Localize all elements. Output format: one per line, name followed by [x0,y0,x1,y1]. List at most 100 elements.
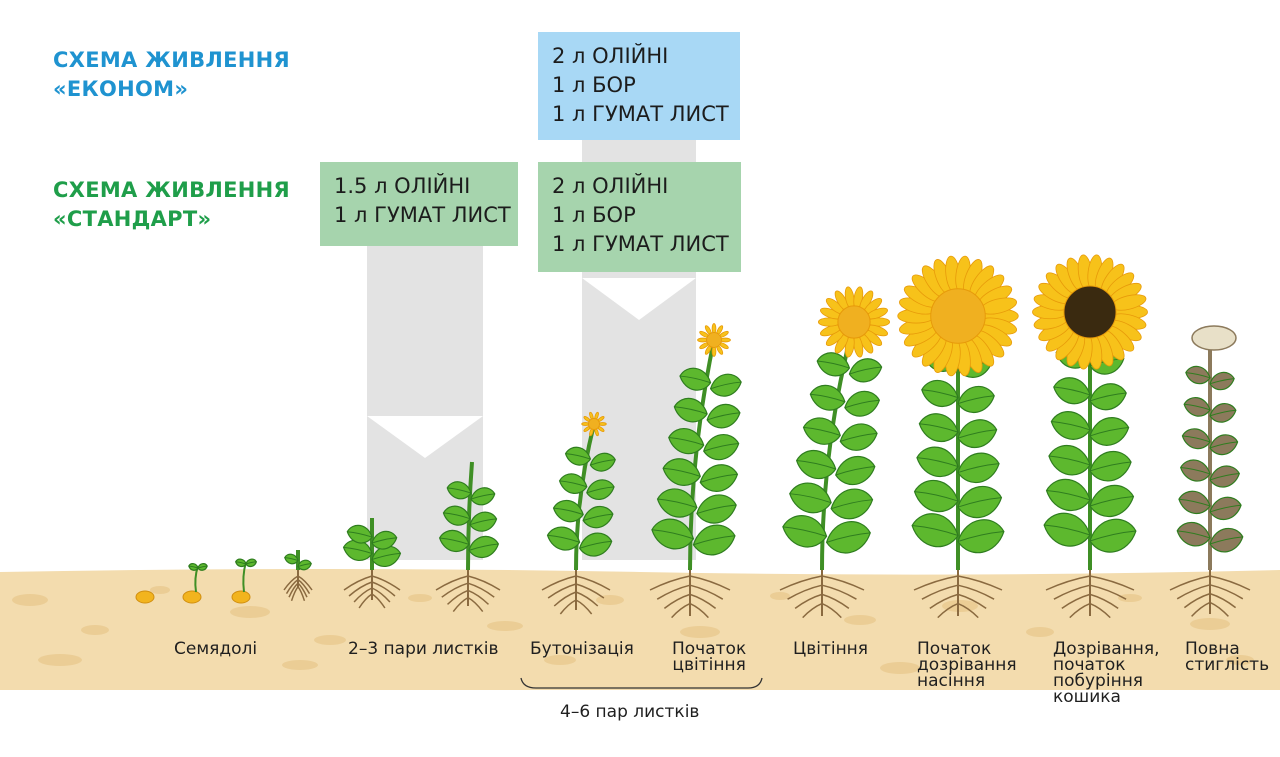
leaf [809,384,846,411]
leaf-vein [706,412,740,421]
leaf [1048,444,1091,476]
standard-scheme-title: СХЕМА ЖИВЛЕННЯ «СТАНДАРТ» [53,176,290,234]
leaf-vein [547,534,580,543]
root-branch [957,584,995,600]
root-branch [553,591,577,607]
economy-app-line-1: 2 л ОЛІЙНІ [552,44,669,68]
flower-disc [587,417,601,431]
root-branch [1209,575,1251,591]
leaf-vein [914,491,959,502]
leaf [1209,527,1244,553]
root-branch [1191,601,1211,617]
root-branch [297,578,311,594]
leaf [1089,383,1127,411]
leaf [918,413,959,443]
root-branch [649,575,691,591]
leaf [1089,518,1137,553]
plant-ripening-browning [1032,254,1148,619]
leaf-vein [830,499,873,510]
root-branch [689,575,731,591]
leaf-vein [1046,490,1091,501]
leaf [921,380,959,407]
stage-label-full-maturity: Повна стиглість [1185,639,1270,675]
economy-standard-arrow-2-chevron [582,278,696,320]
root-branch [575,591,599,607]
standard-title-line-2: «СТАНДАРТ» [53,207,212,231]
root-branch [288,582,299,598]
leaf-vein [565,453,591,460]
root-branch [1176,584,1211,600]
stage-label-line: насіння [917,671,986,691]
soil-spot [38,654,82,666]
leaf [1209,371,1235,391]
root-branch [957,593,987,610]
leaf [1089,450,1132,482]
standard-application-box-2: 2 л ОЛІЙНІ 1 л БОР 1 л ГУМАТ ЛИСТ [538,162,741,272]
root-branch [1209,601,1229,617]
leaf-vein [957,497,1002,508]
root-branch [547,583,577,599]
leaf [1176,521,1211,547]
leaf-vein [371,552,401,561]
root-branch [1045,575,1091,591]
root-branch [371,581,396,597]
leaf [1180,459,1211,482]
leaf-vein [579,540,612,549]
root-branch [441,582,469,598]
leaf [1209,434,1239,456]
flower-disc [706,332,722,348]
stage-label-line: Початок [672,639,747,659]
soil-spot [1026,627,1054,637]
leaf-vein [1089,461,1132,472]
soil-spot [544,655,576,665]
leaf-vein [1180,467,1211,475]
soil-spot [680,626,720,638]
flower-disc [837,305,871,339]
dry-head [1191,325,1237,351]
stage-label-line: Повна [1185,639,1240,659]
leaf [830,488,874,520]
soil-layer [0,569,1280,757]
leaf [1053,377,1091,405]
stage-label-line: початок [1053,655,1126,675]
economy-app-line-2: 1 л БОР [552,73,636,97]
root-branch [671,602,691,619]
root-branch [353,587,373,603]
leaf [709,373,742,397]
leaf-vein [803,426,841,436]
plant-seed-ripening [897,255,1019,619]
stage-label-budding: Бутонізація [530,641,634,658]
root-branch [794,593,823,610]
leaf-vein [371,537,397,544]
leaf-vein [957,395,995,405]
leaf-vein [583,513,613,521]
stage-label-line: стиглість [1185,655,1270,675]
soil-spot [487,621,523,631]
root-branch [297,586,306,602]
root-branch [1053,584,1091,600]
leaf-vein [916,457,959,468]
plant-2-3-pairs [342,518,402,609]
plant-budding [541,411,616,615]
leaf [692,524,736,556]
leaf-vein [796,460,836,470]
stage-label-line: кошика [1053,687,1121,707]
standard-app1-line-2: 1 л ГУМАТ ЛИСТ [334,203,511,227]
economy-title-line-1: СХЕМА ЖИВЛЕННЯ [53,48,291,72]
root-branch [575,575,611,591]
root-branch [821,575,865,591]
soil-spot [880,662,920,674]
plant-full-maturity [1169,325,1251,617]
leaf [546,526,581,551]
soil-spot [1190,618,1230,630]
leaf [839,423,878,451]
leaf-vein [284,557,299,561]
root-branch [290,586,299,602]
leaf-vein [826,532,871,543]
root-branch [575,583,605,599]
root-branch [1089,575,1135,591]
root-branch [929,593,959,610]
leaf-vein [810,393,846,403]
leaf-vein [1185,372,1211,379]
